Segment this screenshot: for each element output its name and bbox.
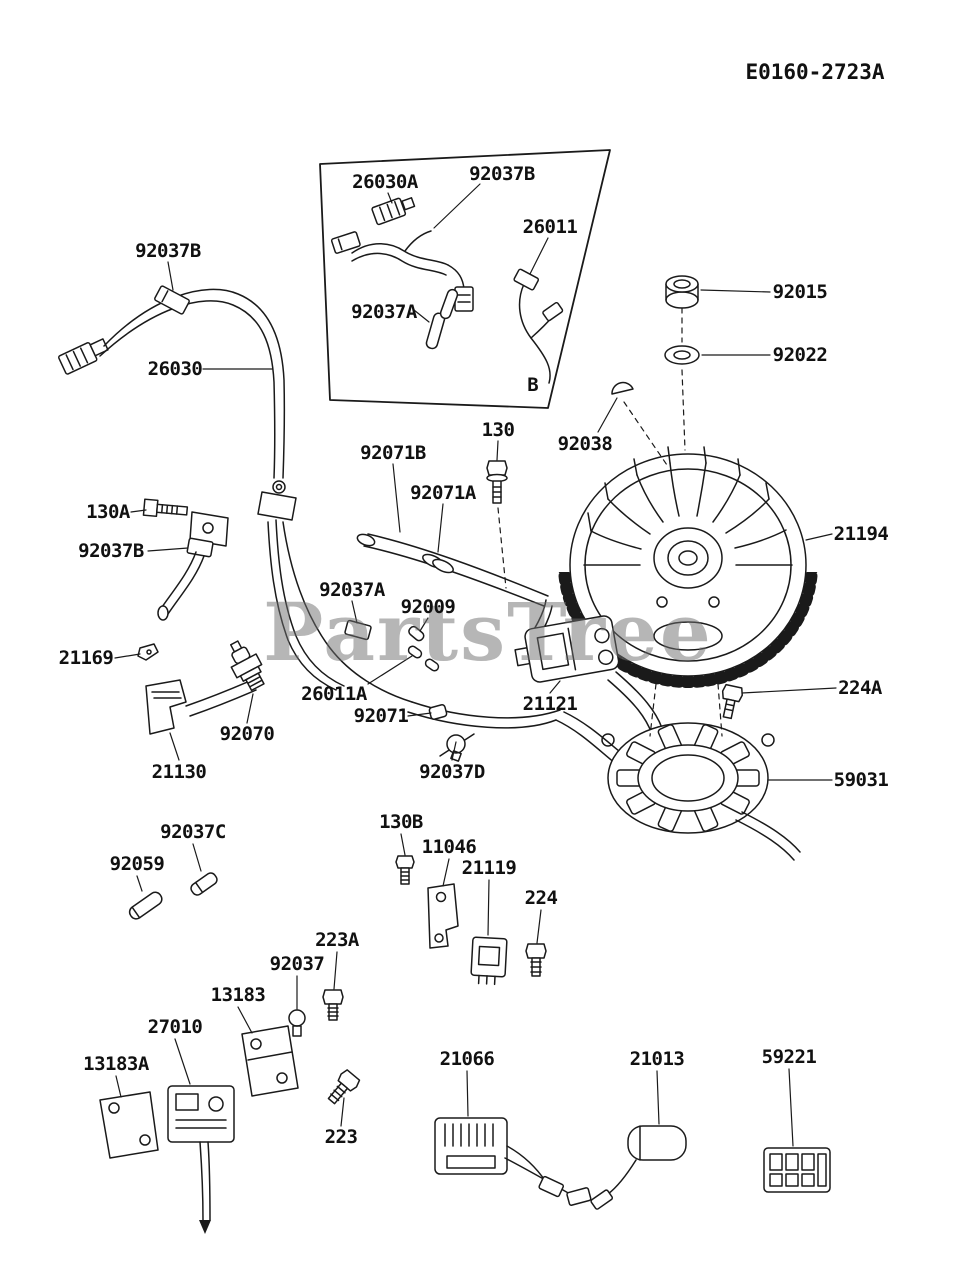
part-label-223: 223 [324, 1126, 358, 1148]
part-label-21169: 21169 [58, 647, 114, 669]
part-label-92022: 92022 [772, 344, 828, 366]
part-label-92037d: 92037D [419, 761, 485, 783]
flywheel-drawing [558, 446, 818, 688]
part-label-21119: 21119 [461, 857, 517, 879]
part-label-92037b-2: 92037B [135, 240, 201, 262]
part-label-26030: 26030 [147, 358, 203, 380]
part-label-92037a-2: 92037A [319, 579, 385, 601]
ignition-coil-drawing [514, 615, 663, 735]
part-label-130: 130 [481, 419, 515, 441]
part-label-92037b-3: 92037B [78, 540, 144, 562]
nut-washer-key-drawing [611, 275, 700, 395]
alignment-dashed-lines [497, 307, 723, 737]
part-label-224a: 224A [838, 677, 882, 699]
part-label-92059: 92059 [109, 853, 165, 875]
bottom-row-parts-drawing [434, 1117, 831, 1210]
part-label-223a: 223A [315, 929, 359, 951]
left-harness-drawing [58, 285, 649, 781]
diagram-code: E0160-2723A [745, 60, 885, 84]
part-label-130a: 130A [86, 501, 130, 523]
stator-drawing [601, 683, 801, 861]
inset-marker-b: B [527, 374, 539, 396]
part-label-92038: 92038 [557, 433, 613, 455]
small-parts-drawing [99, 855, 547, 1234]
part-label-224: 224 [524, 887, 558, 909]
part-label-21121: 21121 [522, 693, 578, 715]
part-label-130b: 130B [379, 811, 423, 833]
part-label-59031: 59031 [833, 769, 889, 791]
part-label-13183: 13183 [210, 984, 266, 1006]
part-label-21013: 21013 [629, 1048, 685, 1070]
conduit-drawing [356, 533, 553, 649]
terminal-bracket-drawing [142, 498, 229, 621]
bolt-130-drawing [486, 460, 508, 504]
part-label-21194: 21194 [833, 523, 889, 545]
part-label-21130: 21130 [151, 761, 207, 783]
part-label-92071b: 92071B [360, 442, 426, 464]
part-label-92070: 92070 [219, 723, 275, 745]
part-label-92009: 92009 [400, 596, 456, 618]
part-label-11046: 11046 [421, 836, 477, 858]
part-label-26030a: 26030A [352, 171, 418, 193]
part-label-92037: 92037 [269, 953, 325, 975]
part-label-92037b: 92037B [469, 163, 535, 185]
inset-box-drawing [319, 149, 611, 409]
spark-plug-drawing [137, 640, 265, 735]
leader-lines [114, 183, 837, 1147]
part-label-59221: 59221 [761, 1046, 817, 1068]
part-label-21066: 21066 [439, 1048, 495, 1070]
part-label-26011: 26011 [522, 216, 578, 238]
part-label-26011a: 26011A [301, 683, 367, 705]
part-label-13183a: 13183A [83, 1053, 149, 1075]
part-label-27010: 27010 [147, 1016, 203, 1038]
part-label-92015: 92015 [772, 281, 828, 303]
part-label-92071a: 92071A [410, 482, 476, 504]
part-label-92071: 92071 [353, 705, 409, 727]
part-label-92037c: 92037C [160, 821, 226, 843]
part-label-92037a: 92037A [351, 301, 417, 323]
